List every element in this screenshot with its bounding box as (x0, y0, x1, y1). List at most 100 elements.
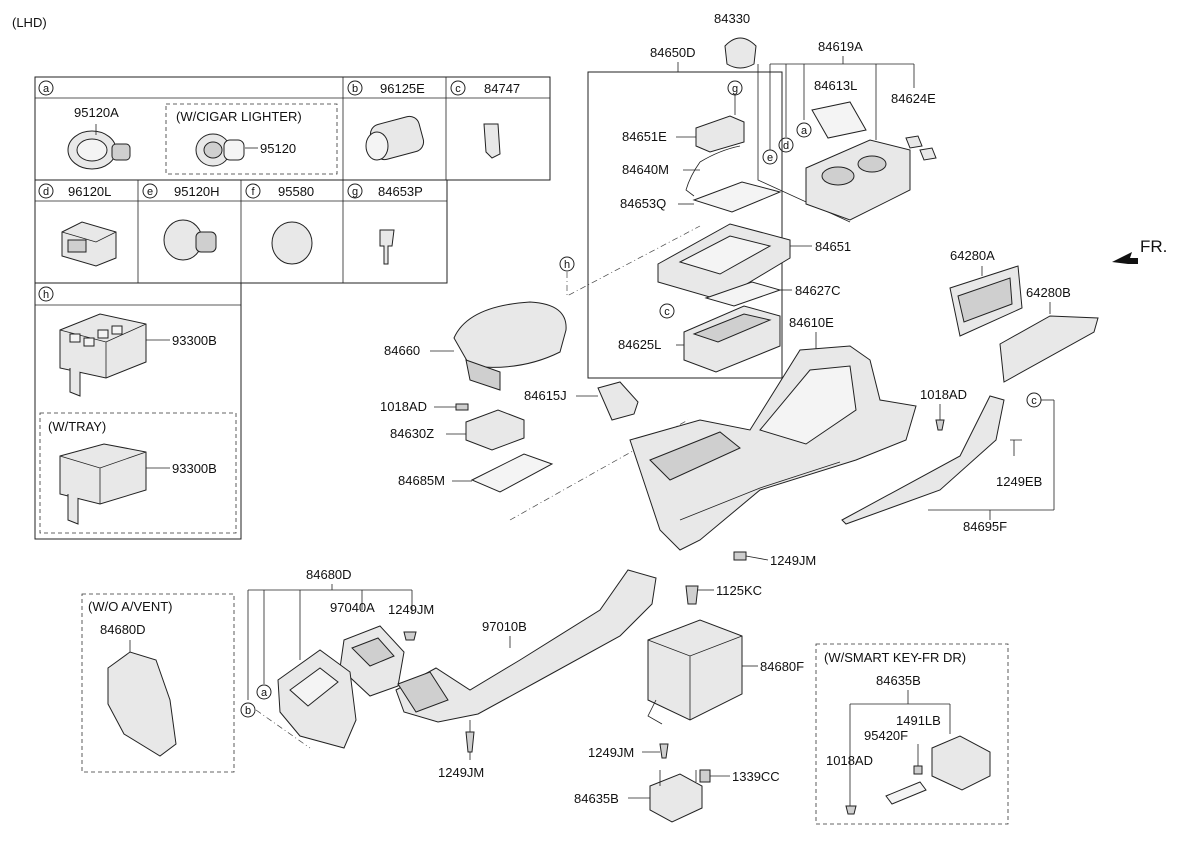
smart-key-note: (W/SMART KEY-FR DR) (824, 650, 966, 665)
cup-holder-cover-illustration (805, 139, 911, 221)
vent-group: 84680D 97040A 1249JM a b 97010B 1249JM (240, 567, 657, 780)
label-84610E: 84610E (789, 315, 834, 330)
legend-part-95120: 95120 (260, 141, 296, 156)
pad-illustration (811, 101, 867, 139)
label-1018AD-b: 1018AD (920, 387, 967, 402)
label-84630Z: 84630Z (390, 426, 434, 441)
switch-panel-illustration (59, 313, 170, 397)
legend-part-96125E: 96125E (380, 81, 425, 96)
callout-g: g (732, 83, 738, 95)
shift-bezel-group: 84650D g 84651E 84640M 84653Q 84651 8462… (587, 45, 851, 379)
label-84695F: 84695F (963, 519, 1007, 534)
smart-key-box: (W/SMART KEY-FR DR) 84635B 1491LB 95420F… (815, 643, 1009, 825)
legend-note-cigar: (W/CIGAR LIGHTER) (176, 109, 302, 124)
power-outlet-illustration (163, 219, 217, 261)
legend-cell-g: g 84653P (347, 183, 423, 265)
callout-c-1: c (664, 306, 670, 318)
label-84613L: 84613L (814, 78, 857, 93)
armrest-group: 84660 1018AD 84615J 84630Z 84685M (380, 301, 689, 521)
cigar-socket-illustration (67, 124, 131, 170)
fr-arrow-icon (1112, 252, 1138, 264)
console-body-group: 84610E 1018AD 1249JM (629, 315, 967, 568)
label-84660: 84660 (384, 343, 420, 358)
clip-illustration (483, 123, 501, 159)
label-64280A: 64280A (950, 248, 995, 263)
label-84680F: 84680F (760, 659, 804, 674)
gasket-illustration (692, 181, 782, 213)
label-84627C: 84627C (795, 283, 841, 298)
smart-key-95420F: 95420F (864, 728, 908, 743)
armrest-illustration (453, 301, 567, 368)
mount-bracket-illustration (649, 773, 703, 823)
wire-harness-illustration (685, 145, 741, 197)
wo-avent-box: (W/O A/VENT) 84680D (81, 593, 235, 773)
indicator-panel-illustration (695, 115, 745, 153)
legend-letter-a: a (43, 83, 50, 95)
wo-avent-part: 84680D (100, 622, 146, 637)
label-84651E: 84651E (622, 129, 667, 144)
legend-cell-f: f 95580 (245, 183, 314, 265)
label-84624E: 84624E (891, 91, 936, 106)
legend-cell-d: d 96120L (38, 183, 117, 267)
shift-knob-group: 84330 (714, 11, 757, 69)
label-84330: 84330 (714, 11, 750, 26)
legend-part-93300B: 93300B (172, 333, 217, 348)
legend-part-93300B-tray: 93300B (172, 461, 217, 476)
label-1249JM-a: 1249JM (770, 553, 816, 568)
antenna-illustration (885, 781, 927, 805)
legend-note-tray: (W/TRAY) (48, 419, 106, 434)
label-1249JM-d: 1249JM (588, 745, 634, 760)
storage-box-illustration (647, 619, 743, 721)
label-84650D: 84650D (650, 45, 696, 60)
legend-cell-e: e 95120H (142, 183, 220, 261)
label-84619A: 84619A (818, 39, 863, 54)
legend-letter-d: d (43, 186, 49, 198)
legend-part-95580: 95580 (278, 184, 314, 199)
aux-jack-illustration (61, 221, 117, 267)
mat-pad-illustration (470, 453, 554, 493)
usb-port-illustration (365, 115, 425, 161)
label-84615J: 84615J (524, 388, 567, 403)
label-84625L: 84625L (618, 337, 661, 352)
legend-letter-f: f (251, 186, 255, 198)
legend-part-96120L: 96120L (68, 184, 111, 199)
cap-illustration (271, 221, 313, 265)
console-tray-illustration (683, 305, 781, 373)
legend-cell-b: b 96125E (347, 80, 425, 161)
label-84635B: 84635B (574, 791, 619, 806)
legend-table: a 95120A (W/CIGAR LIGHTER) 95120 b 96125 (34, 76, 551, 540)
drive-side-label: (LHD) (12, 15, 47, 30)
smart-key-bracket-illustration (931, 735, 991, 791)
label-97010B: 97010B (482, 619, 527, 634)
wo-avent-panel-illustration (107, 651, 177, 757)
label-84653Q: 84653Q (620, 196, 666, 211)
label-1249JM-b: 1249JM (388, 602, 434, 617)
label-84651: 84651 (815, 239, 851, 254)
legend-part-84747: 84747 (484, 81, 520, 96)
label-1339CC: 1339CC (732, 769, 780, 784)
callout-d: d (783, 140, 789, 152)
label-97040A: 97040A (330, 600, 375, 615)
tray-switch-illustration (59, 443, 170, 525)
storage-box-group: 1125KC 84680F 1249JM 1339CC 84635B (574, 583, 804, 823)
legend-part-95120H: 95120H (174, 184, 220, 199)
legend-part-84653P: 84653P (378, 184, 423, 199)
callout-c-2: c (1031, 395, 1037, 407)
callout-b-2: b (245, 705, 251, 717)
callout-e: e (767, 152, 773, 164)
legend-letter-e: e (147, 186, 153, 198)
smart-key-1018AD: 1018AD (826, 753, 873, 768)
legend-letter-b: b (352, 83, 358, 95)
legend-letter-g: g (352, 186, 358, 198)
label-64280B: 64280B (1026, 285, 1071, 300)
legend-cell-a: a 95120A (W/CIGAR LIGHTER) 95120 (38, 80, 338, 175)
smart-key-1491LB: 1491LB (896, 713, 941, 728)
fr-label: FR. (1140, 237, 1167, 256)
pin-illustration (379, 229, 395, 265)
console-cover-group: 84619A 84613L 84624E a d e (757, 39, 937, 223)
label-84685M: 84685M (398, 473, 445, 488)
side-trim-b-illustration (999, 315, 1099, 383)
callout-a: a (801, 125, 808, 137)
label-84680D: 84680D (306, 567, 352, 582)
